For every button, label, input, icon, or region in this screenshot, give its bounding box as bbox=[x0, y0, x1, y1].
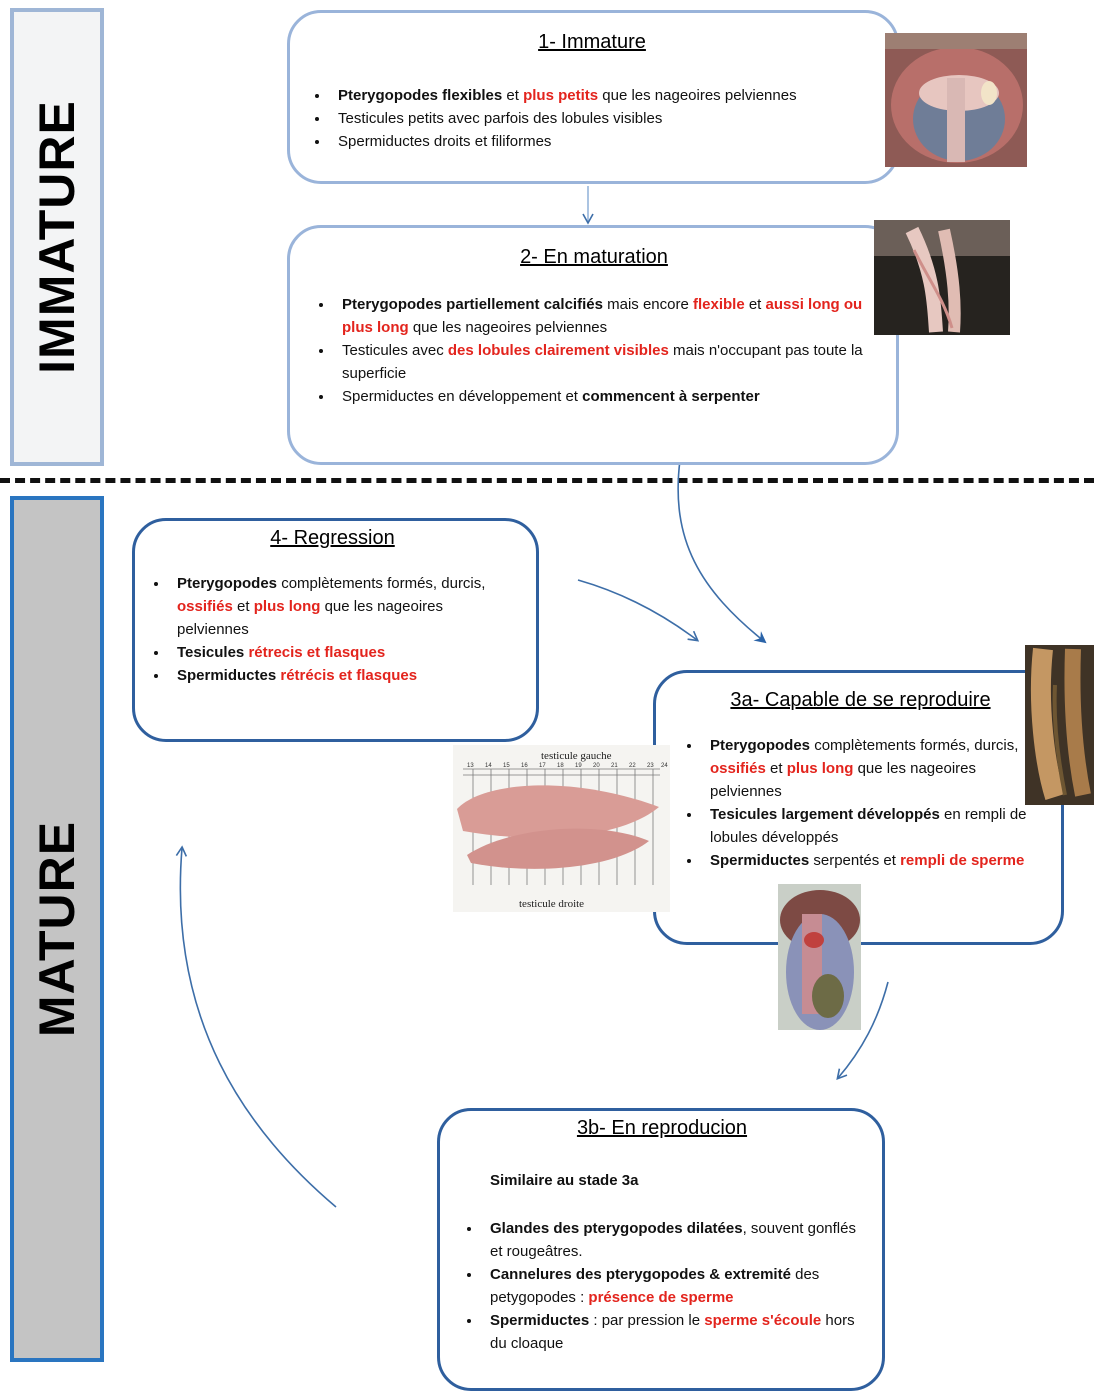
photo-immature-specimen bbox=[885, 33, 1027, 167]
photo-mature-pterygopodes bbox=[1025, 645, 1094, 805]
stage-divider bbox=[0, 478, 1094, 483]
ruler-tick: 24 bbox=[661, 763, 668, 769]
stage-2-list: Pterygopodes partiellement calcifiés mai… bbox=[312, 293, 876, 408]
list-item: Tesicules largement développés en rempli… bbox=[702, 803, 1041, 849]
photo-maturation-pterygopodes bbox=[874, 220, 1010, 335]
stage-1-box: 1- Immature Pterygopodes flexibles et pl… bbox=[287, 10, 899, 184]
testis-left-label: testicule gauche bbox=[541, 750, 612, 762]
stage-1-title: 1- Immature bbox=[538, 31, 646, 53]
stage-3a-box: 3a- Capable de se reproduire Pterygopode… bbox=[653, 670, 1064, 945]
list-item: Cannelures des pterygopodes & extremité … bbox=[482, 1263, 864, 1309]
stage-2-title: 2- En maturation bbox=[520, 246, 668, 268]
mature-sidebar: MATURE bbox=[10, 496, 104, 1362]
list-item: Spermiductes droits et filiformes bbox=[330, 130, 876, 153]
list-item: Tesicules rétrecis et flasques bbox=[169, 641, 518, 664]
list-item: Testicules petits avec parfois des lobul… bbox=[330, 107, 876, 130]
list-item: Spermiductes rétrécis et flasques bbox=[169, 664, 518, 687]
ruler-tick: 21 bbox=[611, 763, 618, 769]
ruler-tick: 20 bbox=[593, 763, 600, 769]
stage-3b-title: 3b- En reproducion bbox=[576, 1117, 748, 1139]
ruler-tick: 18 bbox=[557, 763, 564, 769]
ruler-tick: 13 bbox=[467, 763, 474, 769]
photo-testicules: testicule gauche testicule droite 13 14 … bbox=[453, 745, 670, 912]
arrow-4-to-3a bbox=[577, 579, 700, 642]
arrow-3a-to-3b bbox=[836, 981, 889, 1081]
list-item: Spermiductes serpentés et rempli de sper… bbox=[702, 849, 1041, 872]
stage-3b-box: 3b- En reproducion Similaire au stade 3a… bbox=[437, 1108, 885, 1391]
stage-1-list: Pterygopodes flexibles et plus petits qu… bbox=[308, 84, 876, 153]
photo-mature-spermiductes bbox=[778, 884, 861, 1030]
list-item: Spermiductes : par pression le sperme s'… bbox=[482, 1309, 864, 1355]
list-item: Pterygopodes flexibles et plus petits qu… bbox=[330, 84, 876, 107]
ruler-tick: 14 bbox=[485, 763, 492, 769]
ruler-tick: 16 bbox=[521, 763, 528, 769]
ruler-tick: 23 bbox=[647, 763, 654, 769]
stage-3a-list: Pterygopodes complètements formés, durci… bbox=[680, 734, 1041, 872]
ruler-tick: 17 bbox=[539, 763, 546, 769]
list-item: Pterygopodes partiellement calcifiés mai… bbox=[334, 293, 876, 339]
stage-4-box: 4- Regression Pterygopodes complètements… bbox=[132, 518, 539, 742]
stage-4-list: Pterygopodes complètements formés, durci… bbox=[147, 572, 518, 687]
ruler-tick: 15 bbox=[503, 763, 510, 769]
ruler-tick: 19 bbox=[575, 763, 582, 769]
list-item: Testicules avec des lobules clairement v… bbox=[334, 339, 876, 385]
testis-right-label: testicule droite bbox=[519, 898, 584, 910]
stage-3b-intro: Similaire au stade 3a bbox=[490, 1172, 639, 1189]
arrow-3b-to-4 bbox=[175, 845, 337, 1208]
stage-3b-list: Glandes des pterygopodes dilatées, souve… bbox=[460, 1217, 864, 1355]
immature-sidebar: IMMATURE bbox=[10, 8, 104, 466]
list-item: Pterygopodes complètements formés, durci… bbox=[169, 572, 518, 641]
stage-4-title: 4- Regression bbox=[270, 527, 395, 549]
list-item: Pterygopodes complètements formés, durci… bbox=[702, 734, 1041, 803]
stage-2-box: 2- En maturation Pterygopodes partiellem… bbox=[287, 225, 899, 465]
stage-3a-title: 3a- Capable de se reproduire bbox=[730, 689, 991, 711]
list-item: Spermiductes en développement et commenc… bbox=[334, 385, 876, 408]
ruler-tick: 22 bbox=[629, 763, 636, 769]
list-item: Glandes des pterygopodes dilatées, souve… bbox=[482, 1217, 864, 1263]
arrow-2-to-3a bbox=[677, 459, 767, 644]
